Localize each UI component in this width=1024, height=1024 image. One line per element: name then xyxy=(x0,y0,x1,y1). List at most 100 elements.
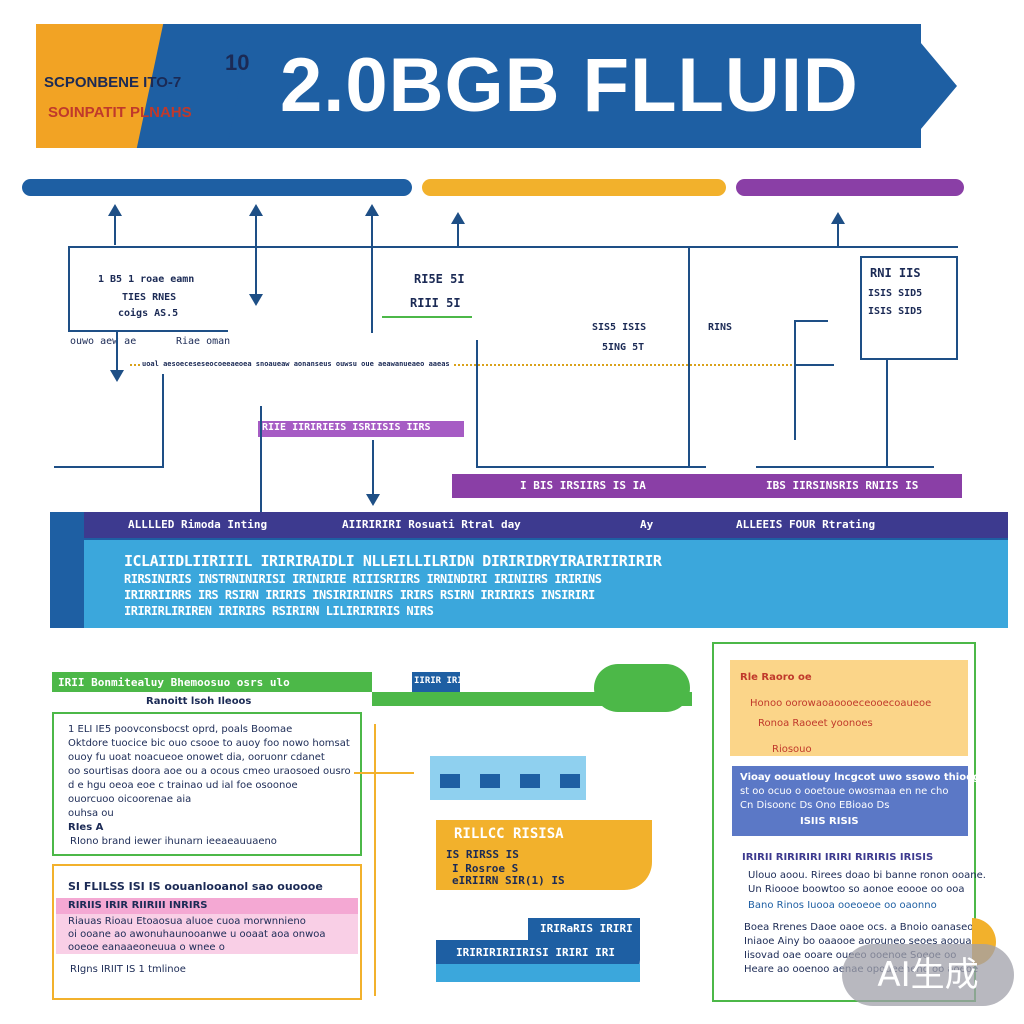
mid-tag xyxy=(412,672,460,692)
mid-box-line: RIII 5I xyxy=(410,296,461,310)
mid-underline xyxy=(382,316,472,318)
connector-line xyxy=(794,320,828,322)
arrow-up-icon xyxy=(108,204,122,216)
right-list2-item: Iniaoe Ainy bo oaaooe aorouneo seoes aoo… xyxy=(744,936,991,947)
connector-line xyxy=(886,358,888,466)
header-subtitle-line2: SOINPATIT PLNAHS xyxy=(48,104,192,121)
arrow-up-icon xyxy=(365,204,379,216)
summary-band-header xyxy=(84,512,1008,538)
bottom-left-para: ouhsa ou xyxy=(68,808,114,819)
connector-line xyxy=(837,222,839,248)
connector-line xyxy=(68,330,228,332)
connector-line xyxy=(260,406,262,514)
horizontal-connector xyxy=(68,246,958,248)
summary-line: RIRSINIRIS INSTRNINIRISI IRINIRIE RIIISR… xyxy=(124,572,602,586)
right-list-item: Ulouo aoou. Rirees doao bi banne ronon o… xyxy=(748,870,986,881)
bottom-right-card xyxy=(712,642,976,1002)
blue-card-stripe xyxy=(436,964,640,982)
bottom-left-label: RIes A xyxy=(68,822,104,833)
purple-tag-label: RIIE IIRIRIEIS ISRIISIS IIRS xyxy=(262,422,431,433)
connector-line xyxy=(457,222,459,248)
connector-line xyxy=(68,246,70,330)
bottom-left-subheader: Ranoitt lsoh Ileoos xyxy=(146,696,252,707)
summary-line: IRIRIRLIRIREN IRIRIRS RSIRIRN LILIRIRIRI… xyxy=(124,604,434,618)
building-window xyxy=(520,774,540,788)
purple-tag xyxy=(258,421,464,437)
left-box-line: 1 B5 1 roae eamn xyxy=(98,274,195,285)
arrow-down-icon xyxy=(249,294,263,306)
yellow-card-line: eIRIIRN SIR(1) IS xyxy=(452,874,565,887)
connector-line xyxy=(354,772,414,774)
connector-line xyxy=(371,215,373,333)
card2-footer: RIgns IRIIT IS 1 tmlinoe xyxy=(70,964,186,975)
connector-line xyxy=(756,466,934,468)
right-list-item: Bano Rinos Iuooa ooeoeoe oo oaonno xyxy=(748,900,937,911)
building-window xyxy=(440,774,460,788)
yellow-card-line: IS RIRSS IS xyxy=(446,848,519,861)
bottom-left-para: 1 ELI IE5 poovconsbocst oprd, poals Boom… xyxy=(68,724,293,735)
ai-generated-watermark: AI生成 xyxy=(842,944,1014,1006)
bottom-left-para: ouorcuoo oicoorenae aia xyxy=(68,794,192,805)
right-panel-item: Ronoa Raoeet yoonoes xyxy=(758,718,873,729)
right-panel-item: Riosouo xyxy=(772,744,812,755)
arrow-down-icon xyxy=(110,370,124,382)
right-panel-head: Rle Raoro oe xyxy=(740,672,812,683)
mid-sub-label: SIS5 ISIS xyxy=(592,322,647,333)
left-box-line: coigs AS.5 xyxy=(118,308,179,319)
blue-tag-label: IRIRaRIS IRIRI xyxy=(540,922,633,935)
right-box xyxy=(860,256,958,360)
purple-band-left-label: I BIS IRSIIRS IS IA xyxy=(520,479,646,492)
card2-line: oi ooane ao awonuhaunooanwe u ooaat aoa … xyxy=(68,929,326,940)
category-bar-purple xyxy=(736,179,964,196)
left-sub-label: Riae oman xyxy=(176,336,231,347)
left-sub-label: ouwo aew ae xyxy=(70,336,137,347)
header-small-number: 10 xyxy=(225,50,250,75)
connector-line xyxy=(476,466,706,468)
summary-band-body xyxy=(84,540,1008,628)
category-bar-blue xyxy=(22,179,412,196)
right-list-item: Un Rioooe boowtoo so aonoe eoooe oo ooa xyxy=(748,884,965,895)
dotted-flow-caption: uoal aesoeceseseocoeeaeoea snoaueaw aona… xyxy=(140,360,452,368)
bottom-left-card-2 xyxy=(52,864,362,1000)
summary-line: IRIRRIIRRS IRS RSIRN IRIRIS INSIRIRINIRS… xyxy=(124,588,595,602)
building-window xyxy=(480,774,500,788)
connector-line xyxy=(116,332,118,372)
bottom-left-footer: RIono brand iewer ihunarn ieeaeauuaeno xyxy=(70,836,277,847)
card2-title: SI FLILSS ISI IS oouanlooanol sao ouoooe xyxy=(68,880,323,893)
summary-label: ALLLLED Rimoda Inting xyxy=(128,518,268,531)
page-title: 2.0BGB FLLUID xyxy=(280,43,859,128)
connector-line xyxy=(54,466,164,468)
connector-line xyxy=(162,374,164,468)
right-box-line: ISIS SID5 xyxy=(868,306,923,317)
connector-line xyxy=(794,364,834,366)
right-yellow-panel xyxy=(730,660,968,756)
connector-line xyxy=(476,340,478,466)
building-window xyxy=(560,774,580,788)
yellow-card-line: I Rosroe S xyxy=(452,862,519,875)
connector-line xyxy=(372,440,374,500)
mid-tag-label: IIRIR IRIIR xyxy=(414,676,474,686)
bottom-left-header-label: IRII Bonmitealuy Bhemoosuo osrs ulo xyxy=(58,676,290,689)
yellow-card xyxy=(436,820,652,890)
bottom-left-para: oo sourtisas doora aoe ou a ocous cmeo u… xyxy=(68,766,351,777)
arrow-up-icon xyxy=(249,204,263,216)
category-bar-yellow xyxy=(422,179,726,196)
connector-line xyxy=(374,724,376,996)
bottom-left-header xyxy=(52,672,372,692)
landscape-icon xyxy=(594,664,690,712)
bottom-left-card xyxy=(52,712,362,856)
header-banner-arrow xyxy=(905,24,957,148)
connector-line xyxy=(255,215,257,295)
card2-pink-body xyxy=(56,914,358,954)
card2-line: ooeoe eanaaeoneuua o wnee o xyxy=(68,942,225,953)
card2-line: Riauas Rioau Etoaosua aluoe cuoa morwnni… xyxy=(68,916,306,927)
card2-highlight xyxy=(56,898,358,914)
arrow-down-icon xyxy=(366,494,380,506)
bottom-left-para: Oktdore tuocice bic ouo csooe to auoy fo… xyxy=(68,738,350,749)
right-list2-item: Boea Rrenes Daoe oaoe ocs. a Bnoio oanas… xyxy=(744,922,980,933)
mid-box-line: RI5E 5I xyxy=(414,272,465,286)
right-blue-line: Vioay oouatlouy lncgcot uwo ssowo thioog… xyxy=(740,772,987,783)
blue-card-text: IRIRIRIRIIRISI IRIRI IRI xyxy=(456,946,615,959)
bottom-left-para: ouoy fu uoat noacueoe onowet dia, ooruon… xyxy=(68,752,325,763)
right-blue-panel xyxy=(732,766,968,836)
